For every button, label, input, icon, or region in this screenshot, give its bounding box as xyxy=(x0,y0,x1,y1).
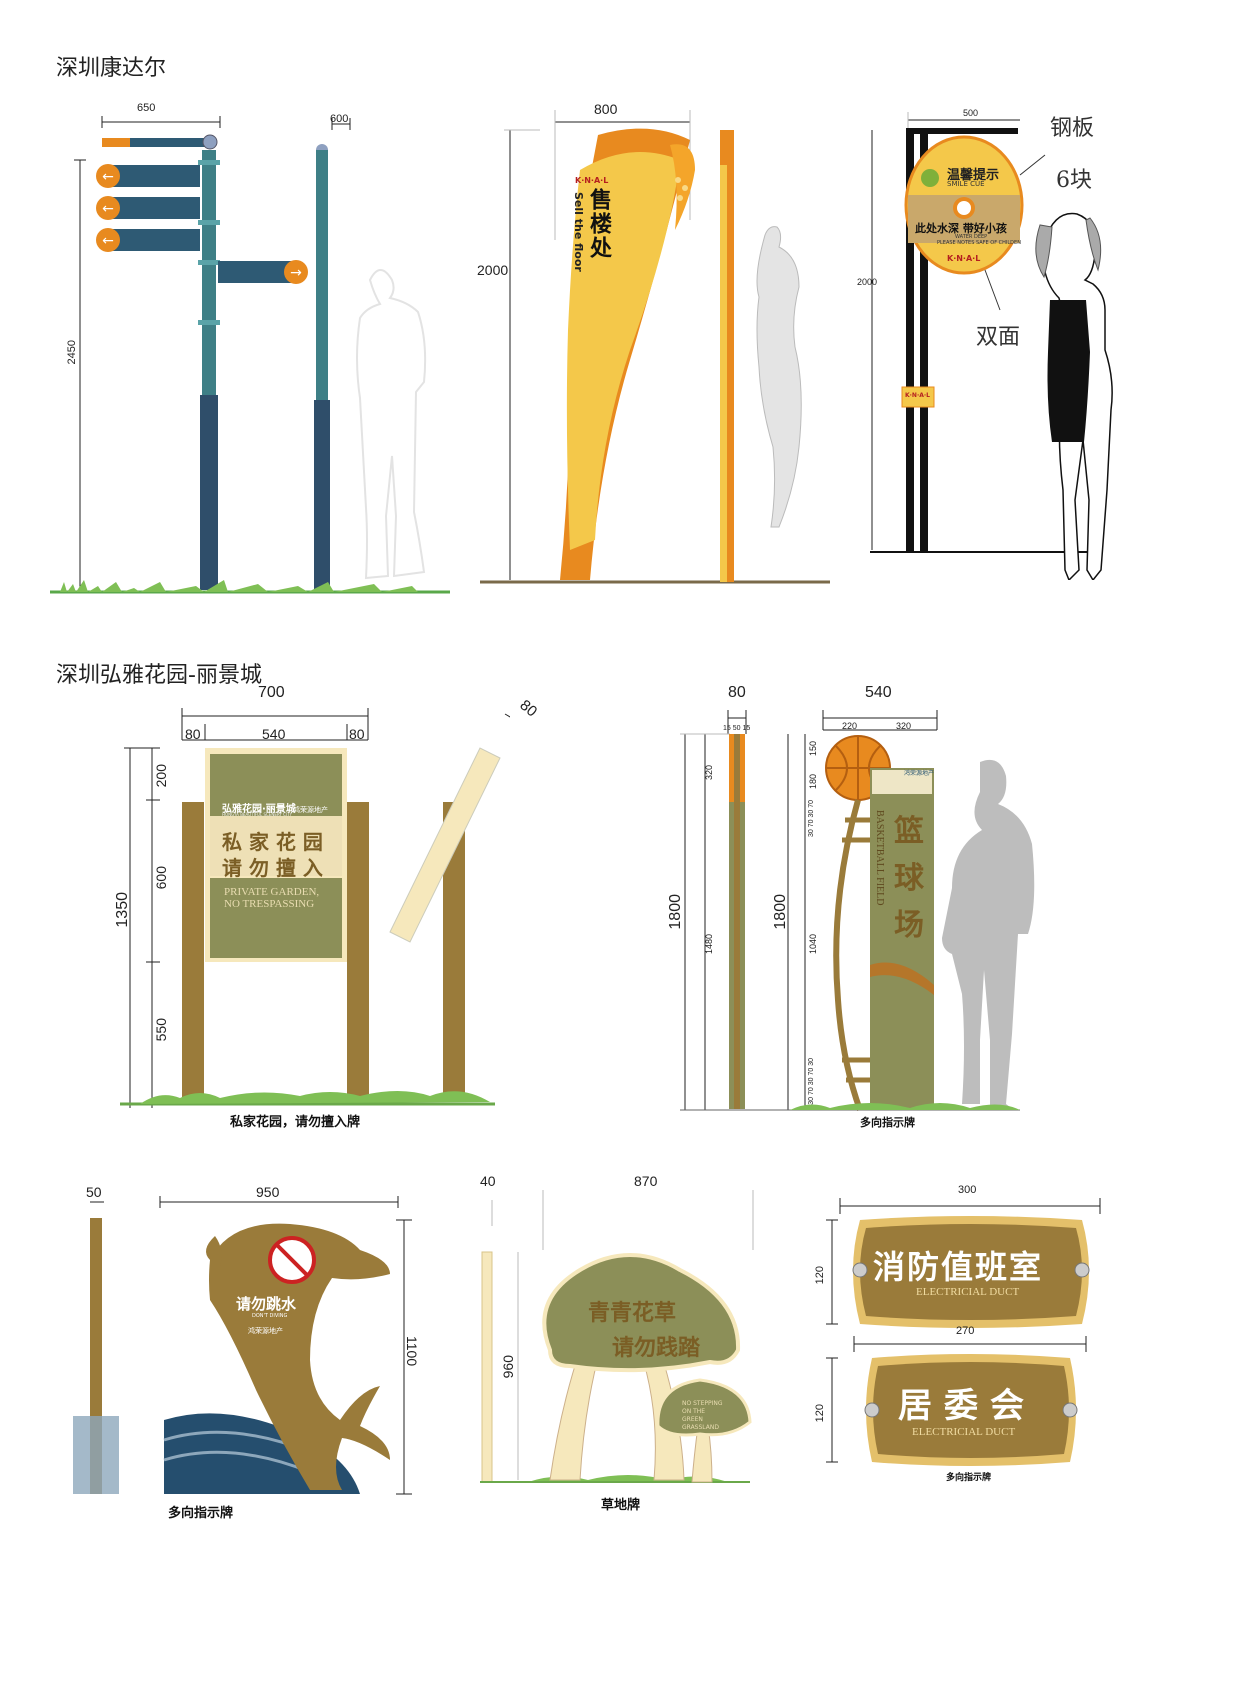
plate1-text-en: ELECTRICIAL DUCT xyxy=(916,1286,1020,1298)
note-six-blocks: 6块 xyxy=(1056,168,1092,193)
warning-plate-logo: K·N·A·L xyxy=(905,392,930,399)
warning-title-cn: 温馨提示 xyxy=(947,168,1000,183)
bb-developer: 鸿荣源地产 xyxy=(904,770,935,777)
bb-h-label-4: 30 70 30 70 30 xyxy=(808,1058,815,1105)
warning-logo: K·N·A·L xyxy=(947,254,981,263)
bb-h-label-3: 1040 xyxy=(808,934,818,955)
mushroom-width: 870 xyxy=(634,1173,658,1189)
plates-caption: 多向指示牌 xyxy=(946,1473,992,1483)
bb-side-sub: 15 50 15 xyxy=(723,725,751,732)
sales-office-text-en: Sell the floor xyxy=(572,192,585,272)
sales-office-text-cn: 售楼处 xyxy=(586,188,611,260)
bb-h-label-1: 180 xyxy=(808,774,818,790)
plate2-text-en: ELECTRICIAL DUCT xyxy=(912,1426,1016,1438)
warning-body-en1: WATER DEEP xyxy=(955,234,988,240)
signpost-drawing: ← ← ← → xyxy=(50,116,450,594)
warning-height-dim: 2000 xyxy=(857,277,878,287)
pg-brand-sub: HONGYA BEAUTIFUL SCENERY CITY xyxy=(222,812,292,817)
dolphin-developer: 鸿荣源地产 xyxy=(248,1327,283,1335)
pg-w-left: 80 xyxy=(185,726,201,742)
note-steel-plate: 钢板 xyxy=(1050,116,1095,141)
plate1-text-cn: 消防值班室 xyxy=(873,1248,1044,1286)
mushroom-drawing xyxy=(480,1190,754,1483)
sales-office-drawing xyxy=(480,110,830,584)
pg-h-total: 1350 xyxy=(114,892,131,928)
bb-side-width: 80 xyxy=(728,684,746,701)
pg-width-total: 700 xyxy=(258,684,285,701)
bb-h-label-2: 30 70 30 70 xyxy=(808,800,815,837)
bb-side-height: 1800 xyxy=(667,894,684,930)
mushroom-text-en-1: ON THE xyxy=(682,1408,706,1415)
pg-caption: 私家花园，请勿擅入牌 xyxy=(230,1115,361,1130)
plate2-width: 270 xyxy=(956,1325,975,1337)
bb-text-cn-0: 篮 xyxy=(894,814,924,849)
mushroom-text-cn-2: 请勿践踏 xyxy=(612,1335,701,1361)
plate1-width: 300 xyxy=(958,1184,977,1196)
plate2-height: 120 xyxy=(814,1404,826,1423)
bb-w-left: 220 xyxy=(842,721,858,731)
bb-w-right: 320 xyxy=(896,721,912,731)
dolphin-caption: 多向指示牌 xyxy=(168,1506,234,1521)
pg-h-bottom: 550 xyxy=(153,1018,169,1042)
sales-office-width-dim: 800 xyxy=(594,101,618,117)
bb-text-cn-1: 球 xyxy=(894,861,924,896)
svg-text:←: ← xyxy=(102,233,114,249)
bb-height-total: 1800 xyxy=(772,894,789,930)
svg-text:→: → xyxy=(290,265,302,281)
pg-h-top: 200 xyxy=(153,764,169,788)
pg-text-cn-2: 请 勿 擅 入 xyxy=(222,856,323,880)
pg-brand: 弘雅花园·丽景城 xyxy=(222,804,296,815)
sales-office-height-dim: 2000 xyxy=(477,262,509,278)
bb-side-top: 320 xyxy=(704,765,714,781)
section-title-hongya: 深圳弘雅花园-丽景城 xyxy=(56,663,262,688)
dolphin-text-en: DON'T DIVING xyxy=(252,1313,288,1319)
dolphin-drawing xyxy=(73,1196,412,1495)
plate2-text-cn: 居委会 xyxy=(898,1386,1036,1426)
warning-width-dim: 500 xyxy=(963,108,979,118)
warning-body-en2: PLEASE NOTES SAFE OF CHILDEN xyxy=(937,240,1021,246)
dolphin-height: 1100 xyxy=(404,1336,420,1367)
bb-h-label-0: 150 xyxy=(808,741,818,757)
pg-w-mid: 540 xyxy=(262,726,286,742)
bb-side-bottom: 1480 xyxy=(704,934,714,955)
pg-developer: 鸿荣源地产 xyxy=(293,806,328,814)
mushroom-height: 960 xyxy=(500,1355,516,1379)
svg-text:←: ← xyxy=(102,169,114,185)
bb-caption: 多向指示牌 xyxy=(860,1116,915,1129)
pg-w-right: 80 xyxy=(349,726,365,742)
dolphin-width: 950 xyxy=(256,1184,280,1200)
bb-text-en: BASKETBALL FIELD xyxy=(874,810,885,906)
signpost-top-dim: 600 xyxy=(330,113,349,125)
private-garden-drawing xyxy=(120,708,510,1108)
plates-drawing xyxy=(826,1198,1101,1466)
signpost-height-dim: 2450 xyxy=(66,340,78,365)
warning-body-cn: 此处水深 带好小孩 xyxy=(915,222,1007,235)
bb-width-total: 540 xyxy=(865,684,892,701)
pg-text-cn-1: 私 家 花 园 xyxy=(222,830,323,854)
mushroom-text-cn-1: 青青花草 xyxy=(588,1300,677,1326)
sales-office-logo: K·N·A·L xyxy=(575,176,609,185)
pg-side-width: 80 xyxy=(516,696,541,721)
plate1-height: 120 xyxy=(814,1266,826,1285)
signpost-width-dim: 650 xyxy=(137,102,156,114)
pg-h-mid: 600 xyxy=(153,866,169,890)
bb-text-cn-2: 场 xyxy=(894,908,924,943)
dolphin-side-width: 50 xyxy=(86,1184,102,1200)
pg-text-en-1: PRIVATE GARDEN, xyxy=(224,886,320,898)
note-double-sided: 双面 xyxy=(976,325,1021,350)
mushroom-text-en-3: GRASSLAND xyxy=(682,1424,719,1431)
warning-title-en: SMILE CUE xyxy=(947,180,985,188)
pg-text-en-2: NO TRESPASSING xyxy=(224,898,315,910)
dolphin-text-cn: 请勿跳水 xyxy=(236,1295,297,1313)
mushroom-text-en-0: NO STEPPING xyxy=(682,1400,723,1407)
basketball-drawing xyxy=(680,710,1035,1112)
mushroom-text-en-2: GREEN xyxy=(682,1416,703,1423)
mushroom-caption: 草地牌 xyxy=(601,1498,641,1513)
mushroom-side-width: 40 xyxy=(480,1173,496,1189)
warning-sign-drawing xyxy=(870,112,1113,580)
svg-text:←: ← xyxy=(102,201,114,217)
section-title-kangdaer: 深圳康达尔 xyxy=(56,56,167,81)
